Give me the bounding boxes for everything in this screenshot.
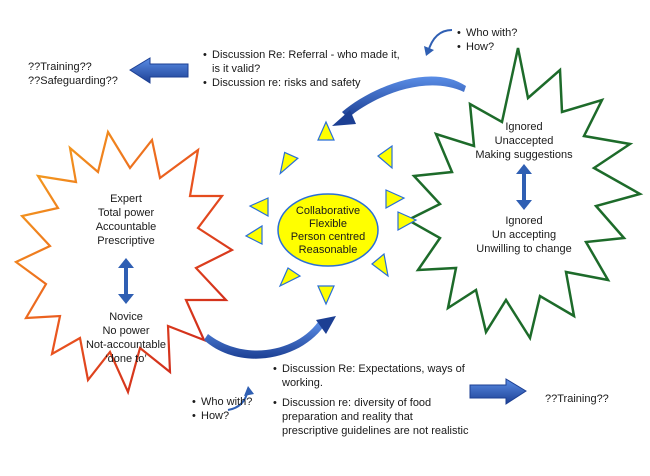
right-block-arrow <box>469 378 527 405</box>
bottom-left-list: Who with? How? <box>192 395 252 423</box>
bottom-right-note: ??Training?? <box>545 393 609 405</box>
right-star-top-text: Ignored Unaccepted Making suggestions <box>475 121 573 161</box>
right-double-arrow <box>516 164 532 210</box>
sun-rays <box>244 120 418 306</box>
top-discussion-list: Discussion Re: Referral - who made it, i… <box>203 48 400 90</box>
sun-center <box>277 193 379 267</box>
top-right-how: How? <box>457 40 517 54</box>
bottom-left-how: How? <box>192 409 252 423</box>
top-right-list: Who with? How? <box>457 26 517 54</box>
bottom-discussion-expectations: Discussion Re: Expectations, ways of wor… <box>273 362 468 390</box>
top-curved-arrow <box>342 76 466 118</box>
bottom-discussion-diversity: Discussion re: diversity of food prepara… <box>273 396 468 438</box>
note-safeguarding: ??Safeguarding?? <box>28 75 118 87</box>
left-star-top-text: Expert Total power Accountable Prescript… <box>95 193 157 247</box>
top-right-who-with: Who with? <box>457 26 517 40</box>
left-block-arrow <box>129 57 189 84</box>
note-training: ??Training?? <box>28 61 92 73</box>
bottom-curved-arrow <box>204 322 324 359</box>
bottom-discussion-list: Discussion Re: Expectations, ways of wor… <box>273 362 468 438</box>
right-star-bottom-text: Ignored Un accepting Unwilling to change <box>476 215 572 255</box>
sun-text: Collaborative Flexible Person centred Re… <box>290 205 366 256</box>
small-curved-arrow-top <box>427 29 453 53</box>
top-left-notes: ??Training?? ??Safeguarding?? <box>28 60 118 88</box>
top-discussion-referral: Discussion Re: Referral - who made it, i… <box>203 48 400 76</box>
left-star-bottom-text: Novice No power Not-accountable ‘done to… <box>85 311 167 365</box>
bottom-left-who-with: Who with? <box>192 395 252 409</box>
left-double-arrow <box>118 258 134 304</box>
top-discussion-risks: Discussion re: risks and safety <box>203 76 400 90</box>
